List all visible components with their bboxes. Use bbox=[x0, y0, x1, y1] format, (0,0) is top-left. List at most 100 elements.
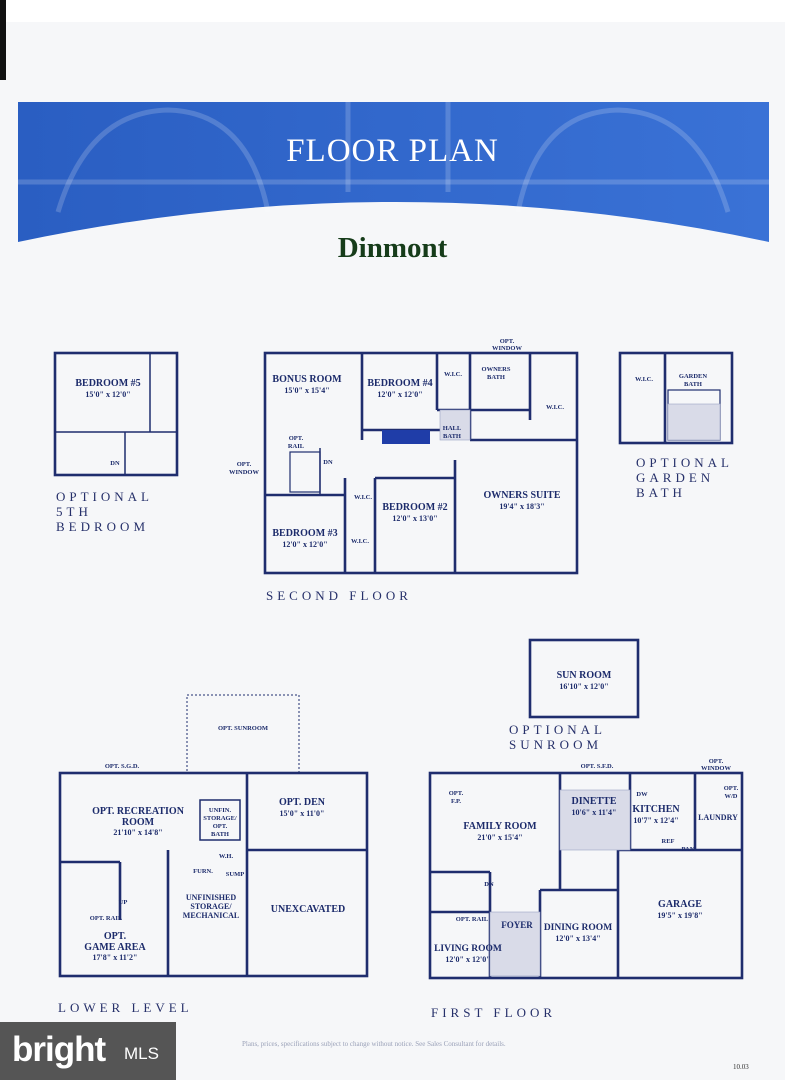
wic-bed3: W.I.C. bbox=[351, 538, 369, 545]
recreation-dims: 21'10" x 14'8" bbox=[113, 828, 162, 837]
opt-wd-1: OPT. bbox=[724, 785, 739, 792]
opt-rail-2: RAIL bbox=[288, 443, 305, 450]
caption-line: GARDEN bbox=[636, 470, 715, 485]
opt-fp-2: F.P. bbox=[451, 798, 461, 805]
caption-line: SUNROOM bbox=[509, 737, 603, 752]
garage-dims: 19'5" x 19'8" bbox=[657, 911, 702, 920]
unfin-2: STORAGE/ bbox=[203, 815, 237, 822]
page-top-strip bbox=[0, 0, 785, 80]
opt-window-side-2: WINDOW bbox=[229, 469, 259, 476]
living-name: LIVING ROOM bbox=[434, 944, 502, 954]
game-name: OPT. bbox=[104, 931, 127, 942]
dn-2nd: DN bbox=[323, 459, 333, 466]
disclaimer: Plans, prices, specifications subject to… bbox=[242, 1040, 506, 1048]
unfinished-2: STORAGE/ bbox=[190, 902, 232, 911]
wh: W.H. bbox=[219, 853, 234, 860]
sunroom-dims: 16'10" x 12'0" bbox=[559, 682, 608, 691]
hall-bath-1: HALL bbox=[443, 425, 462, 432]
unexcavated: UNEXCAVATED bbox=[271, 904, 345, 915]
garden-bath-1: GARDEN bbox=[679, 373, 707, 380]
bedroom3-name: BEDROOM #3 bbox=[272, 528, 337, 539]
bedroom2-dims: 12'0" x 13'0" bbox=[392, 514, 437, 523]
caption-line: OPTIONAL bbox=[509, 722, 606, 737]
caption-lower-level: LOWER LEVEL bbox=[58, 1000, 193, 1015]
opt-rail-1: OPT. bbox=[289, 435, 304, 442]
family-name: FAMILY ROOM bbox=[463, 821, 537, 832]
bedroom2-name: BEDROOM #2 bbox=[382, 502, 447, 513]
foyer: FOYER bbox=[501, 920, 533, 930]
sump: SUMP bbox=[226, 871, 244, 878]
garage-name: GARAGE bbox=[658, 899, 702, 910]
family-dims: 21'0" x 15'4" bbox=[477, 833, 522, 842]
print-code: 10.03 bbox=[733, 1063, 749, 1071]
caption-line: BATH bbox=[636, 485, 686, 500]
opt-sunroom-label: OPT. SUNROOM bbox=[218, 725, 268, 732]
game-dims: 17'8" x 11'2" bbox=[93, 953, 138, 962]
unfinished-1: UNFINISHED bbox=[186, 893, 236, 902]
opt-sfd: OPT. S.F.D. bbox=[581, 763, 614, 770]
caption-garden-bath: OPTIONAL GARDEN BATH bbox=[636, 455, 733, 500]
opt-rail-first: OPT. RAIL bbox=[456, 916, 489, 923]
bedroom5-dims: 15'0" x 12'0" bbox=[85, 390, 130, 399]
opt-rail-lower: OPT. RAIL bbox=[90, 915, 123, 922]
kitchen-name: KITCHEN bbox=[632, 804, 680, 815]
recreation-name-2: ROOM bbox=[122, 817, 155, 828]
wic-bed2: W.I.C. bbox=[354, 494, 372, 501]
dining-name: DINING ROOM bbox=[544, 923, 612, 933]
wic-owners: W.I.C. bbox=[546, 404, 564, 411]
caption-5th-bedroom: OPTIONAL 5TH BEDROOM bbox=[56, 489, 153, 534]
scan-edge bbox=[0, 0, 6, 80]
kitchen-dims: 10'7" x 12'4" bbox=[633, 816, 678, 825]
opt-window-ff-2: WINDOW bbox=[701, 765, 731, 772]
living-dims: 12'0" x 12'0" bbox=[445, 955, 490, 964]
unfin-4: BATH bbox=[211, 831, 229, 838]
banner-title: FLOOR PLAN bbox=[286, 133, 499, 169]
game-name-2: GAME AREA bbox=[84, 942, 146, 953]
recreation-name: OPT. RECREATION bbox=[92, 806, 185, 817]
opt-window-top-2: WINDOW bbox=[492, 345, 522, 352]
opt-fp-1: OPT. bbox=[449, 790, 464, 797]
owners-suite-dims: 19'4" x 18'3" bbox=[499, 502, 544, 511]
dn-first: DN bbox=[484, 881, 494, 888]
opt-window-ff-1: OPT. bbox=[709, 758, 724, 765]
laundry: LAUNDRY bbox=[698, 813, 738, 822]
pan: PAN bbox=[682, 846, 695, 853]
bonus-name: BONUS ROOM bbox=[272, 374, 342, 385]
furn: FURN. bbox=[193, 868, 213, 875]
wic-bed4: W.I.C. bbox=[444, 371, 462, 378]
owners-bath-1: OWNERS bbox=[482, 366, 511, 373]
bonus-dims: 15'0" x 15'4" bbox=[284, 386, 329, 395]
unfin-1: UNFIN. bbox=[209, 807, 232, 814]
owners-suite-name: OWNERS SUITE bbox=[484, 490, 561, 501]
caption-line: 5TH bbox=[56, 504, 92, 519]
caption-second-floor: SECOND FLOOR bbox=[266, 588, 412, 603]
brand-logo: bright MLS bbox=[0, 1022, 176, 1080]
caption-first-floor: FIRST FLOOR bbox=[431, 1005, 557, 1020]
model-name: Dinmont bbox=[337, 232, 448, 264]
opt-wd-2: W/D bbox=[725, 793, 738, 800]
wic-garden: W.I.C. bbox=[635, 376, 653, 383]
caption-sunroom: OPTIONAL SUNROOM bbox=[509, 722, 606, 752]
hall-bath-2: BATH bbox=[443, 433, 461, 440]
unfin-3: OPT. bbox=[213, 823, 228, 830]
caption-line: OPTIONAL bbox=[636, 455, 733, 470]
sunroom-name: SUN ROOM bbox=[557, 670, 612, 681]
owners-bath-2: BATH bbox=[487, 374, 505, 381]
logo-brand: bright bbox=[12, 1030, 106, 1069]
caption-line: BEDROOM bbox=[56, 519, 150, 534]
ref: REF bbox=[662, 838, 675, 845]
dinette-name: DINETTE bbox=[571, 796, 616, 807]
den-name: OPT. DEN bbox=[279, 797, 326, 808]
bedroom4-dims: 12'0" x 12'0" bbox=[377, 390, 422, 399]
caption-line: OPTIONAL bbox=[56, 489, 153, 504]
dw: DW bbox=[636, 791, 648, 798]
logo-suffix: MLS bbox=[124, 1044, 159, 1063]
bedroom3-dims: 12'0" x 12'0" bbox=[282, 540, 327, 549]
dinette-dims: 10'6" x 11'4" bbox=[572, 808, 617, 817]
dining-dims: 12'0" x 13'4" bbox=[555, 934, 600, 943]
up-lower: UP bbox=[119, 899, 128, 906]
opt-window-side-1: OPT. bbox=[237, 461, 252, 468]
bedroom4-name: BEDROOM #4 bbox=[367, 378, 432, 389]
opt-window-top-1: OPT. bbox=[500, 338, 515, 345]
